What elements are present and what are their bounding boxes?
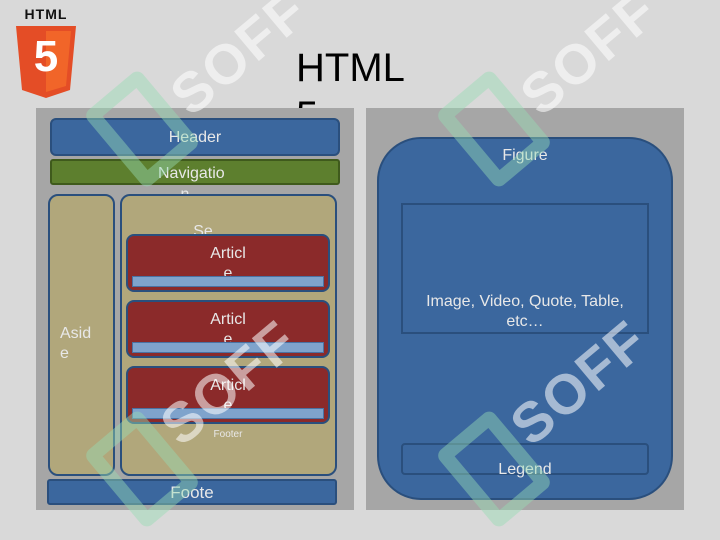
article-label: Articl e — [210, 245, 246, 282]
legend-box — [401, 443, 649, 475]
figure-label: Figure — [502, 147, 548, 164]
article-footer-bar — [132, 342, 324, 353]
figure-content-box — [401, 203, 649, 334]
html5-logo-text: HTML — [24, 6, 68, 22]
aside-block — [48, 194, 115, 476]
article-footer-bar — [132, 408, 324, 419]
page-title: HTML 5 — [296, 46, 404, 138]
html5-shield-icon — [16, 26, 76, 98]
footer-block: Foote — [47, 479, 337, 505]
article-label: Articl e — [210, 311, 246, 348]
figure-content-label: Image, Video, Quote, Table, etc… — [426, 293, 624, 330]
figure-block — [377, 137, 673, 500]
aside-label: Asid e — [60, 325, 92, 362]
article-footer-bar — [132, 276, 324, 287]
article-label: Articl e — [210, 377, 246, 414]
section-footer-label: Footer — [213, 429, 243, 440]
legend-label: Legend — [498, 461, 552, 478]
header-block: Header — [50, 118, 340, 156]
html5-logo-number: 5 — [33, 32, 59, 81]
html5-logo: HTML 5 — [14, 6, 78, 98]
navigation-block: Navigatio n — [50, 159, 340, 203]
